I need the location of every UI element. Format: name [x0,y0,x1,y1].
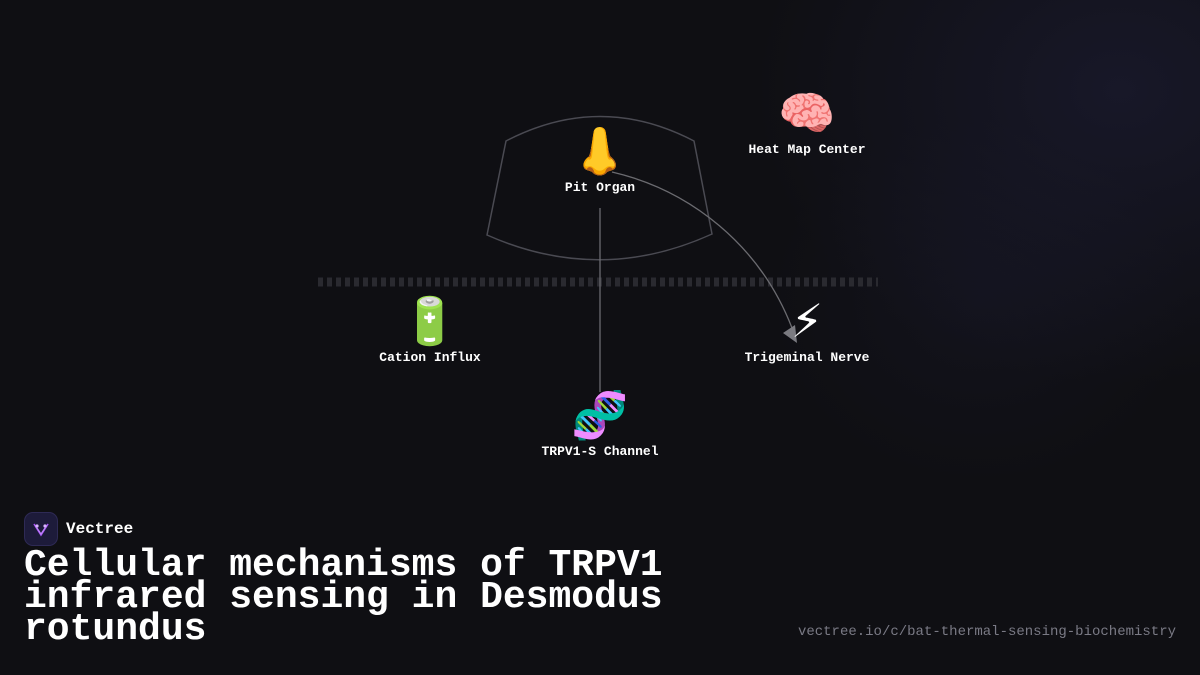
edge-arrowhead [783,325,797,343]
brain-icon: 🧠 [778,86,836,140]
node-label: Heat Map Center [748,142,866,157]
node-cation-influx[interactable]: 🔋 Cation Influx [330,294,530,365]
battery-icon: 🔋 [401,294,459,348]
node-trigeminal-nerve[interactable]: ⚡ Trigeminal Nerve [707,294,907,365]
dna-icon: 🧬 [571,388,629,442]
node-pit-organ[interactable]: 👃 Pit Organ [500,124,700,195]
pit-outline [486,115,713,261]
brand[interactable]: Vectree [24,512,133,546]
node-label: Trigeminal Nerve [744,350,870,365]
node-heat-map-center[interactable]: 🧠 Heat Map Center [707,86,907,157]
node-label: Cation Influx [379,350,481,365]
node-label: TRPV1-S Channel [541,444,659,459]
node-trpv1-s-channel[interactable]: 🧬 TRPV1-S Channel [500,388,700,459]
nose-icon: 👃 [571,124,629,178]
brand-name: Vectree [66,520,134,538]
node-label: Pit Organ [564,180,636,195]
source-url[interactable]: vectree.io/c/bat-thermal-sensing-biochem… [797,624,1176,640]
vectree-logo-icon [24,512,58,546]
page-title: Cellular mechanisms of TRPV1 infrared se… [24,544,663,651]
edge-pit-to-trigeminal [611,171,793,329]
lightning-icon: ⚡ [790,294,824,348]
